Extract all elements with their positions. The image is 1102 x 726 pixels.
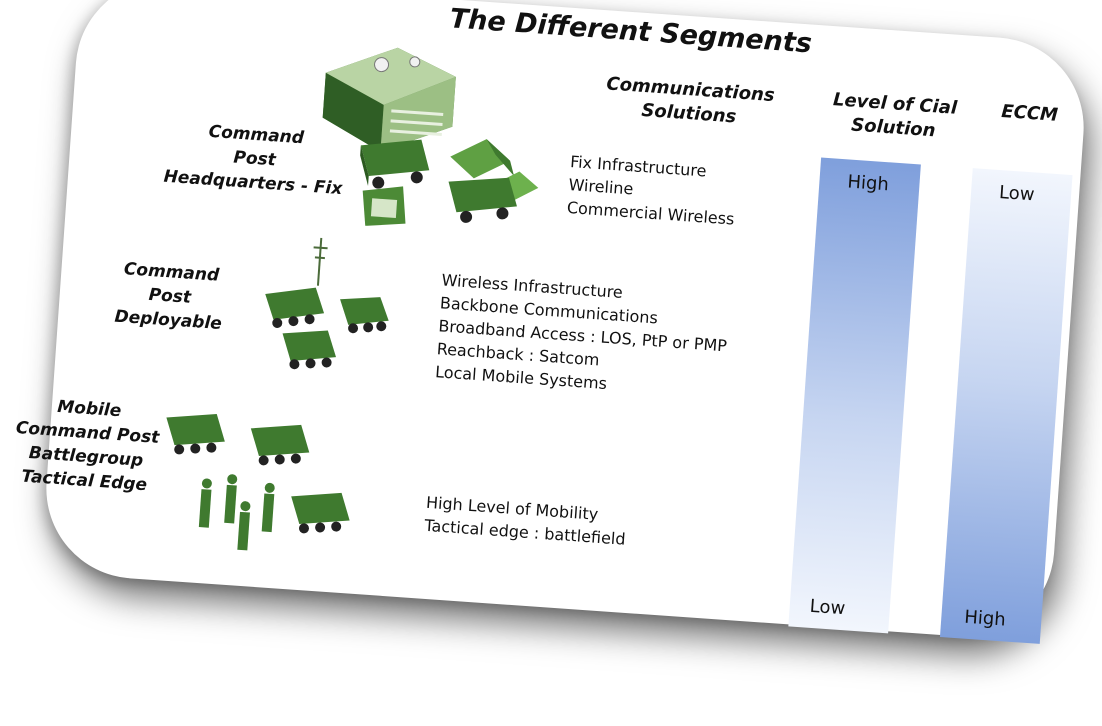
level-top-label: High [846,171,890,196]
antenna-icon [313,237,328,286]
soldier-icon [198,478,212,528]
armored-vehicle-icon [291,492,350,534]
truck-icon [360,139,430,189]
solutions-tactical-edge: High Level of Mobility Tactical edge : b… [424,491,628,551]
level-bottom-label: Low [809,595,846,620]
shelter-icon [362,186,406,226]
armored-vehicle-icon [265,287,325,328]
truck-icon [448,177,517,223]
armored-vehicle-icon [282,330,337,370]
solutions-deployable: Wireless Infrastructure Backbone Communi… [434,268,730,403]
tactical-edge-illustration [166,413,350,551]
solutions-headquarters: Fix Infrastructure Wireline Commercial W… [566,150,738,231]
column-header-level: Level of Cial Solution [832,89,958,142]
eccm-bottom-label: High [963,606,1007,631]
level-gradient-bar [788,157,921,634]
soldier-icon [237,501,251,551]
armored-vehicle-icon [250,424,310,466]
soldier-icon [224,474,238,524]
segment-label-tactical-edge: Mobile Command Post Battlegroup Tactical… [0,391,177,499]
eccm-top-label: Low [998,182,1036,206]
building-icon [322,47,456,152]
column-header-eccm: ECCM [1000,100,1059,126]
deployable-illustration [265,237,389,370]
headquarters-illustration [322,47,539,226]
armored-vehicle-icon [166,413,225,455]
armored-vehicle-icon [340,297,389,334]
segment-label-deployable: Command Post Deployable [88,255,253,338]
eccm-gradient-bar [939,168,1073,644]
soldier-icon [261,482,275,533]
column-header-communications: Communications Solutions [605,73,776,128]
